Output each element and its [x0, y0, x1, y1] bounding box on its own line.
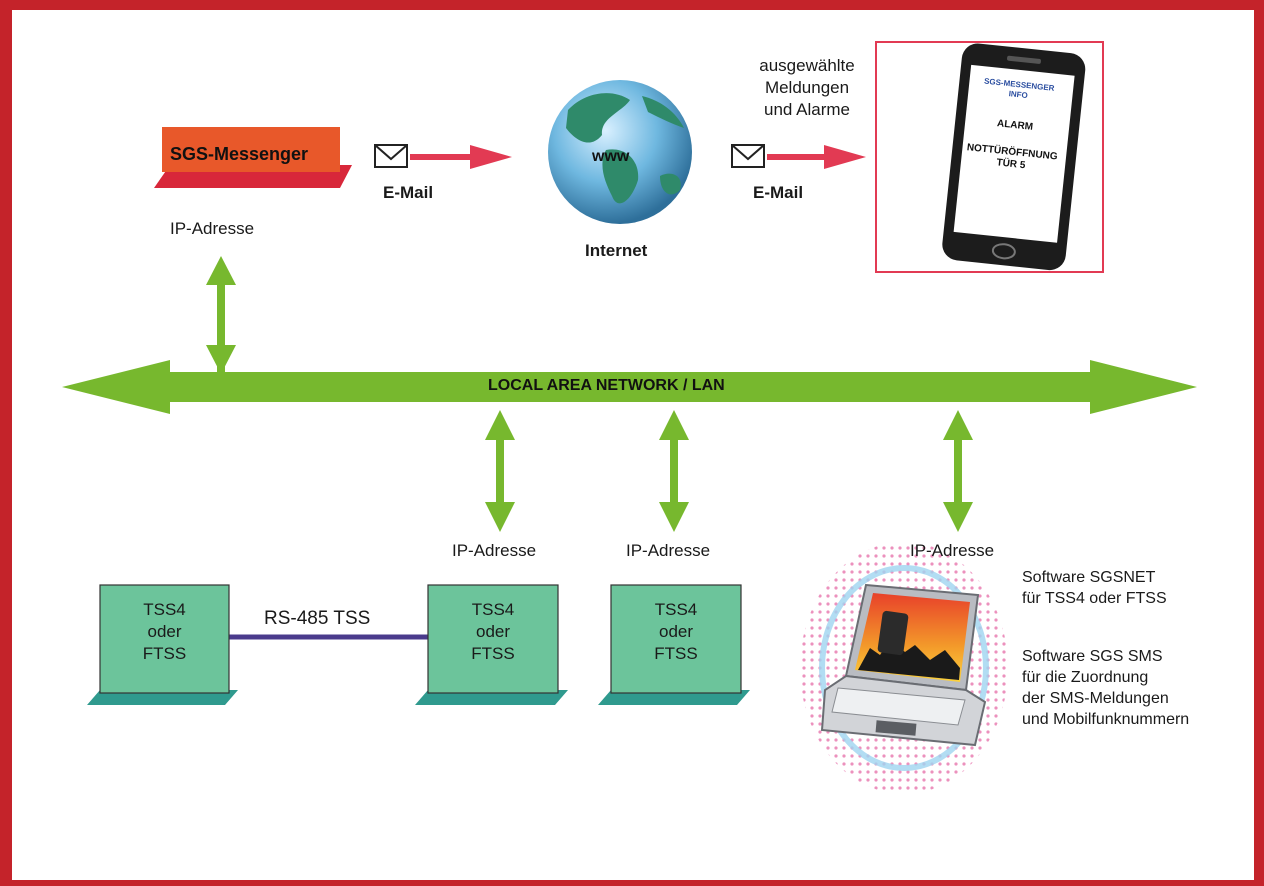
software-note-sgsnet: Software SGSNET für TSS4 oder FTSS — [1022, 567, 1167, 609]
device-line: TSS4 — [143, 600, 186, 619]
messenger-label: SGS-Messenger — [170, 144, 309, 164]
globe-icon — [548, 80, 692, 224]
email-left-label: E-Mail — [383, 183, 434, 202]
device-line: oder — [658, 622, 694, 641]
messenger-box — [162, 127, 340, 172]
selected-messages-line: und Alarme — [764, 100, 850, 119]
software-note-line: für die Zuordnung — [1022, 669, 1149, 686]
device-box-3 — [598, 584, 750, 705]
device-3-ip-label: IP-Adresse — [626, 541, 711, 560]
device-line: FTSS — [142, 644, 187, 663]
internet-label: Internet — [585, 241, 648, 260]
email-right-label: E-Mail — [753, 183, 804, 202]
laptop-ip-label: IP-Adresse — [910, 541, 995, 560]
email-left — [374, 144, 512, 169]
selected-messages-line: Meldungen — [764, 78, 850, 97]
rs485-label: RS-485 TSS — [264, 608, 371, 629]
software-note-line: Software SGSNET — [1022, 569, 1156, 586]
device-box-2 — [415, 584, 568, 705]
envelope-icon — [731, 144, 765, 168]
email-arrow-head — [470, 145, 512, 169]
smartphone-icon — [942, 43, 1086, 271]
device-line: TSS4 — [471, 600, 515, 619]
email-right — [731, 144, 866, 169]
device-line: TSS4 — [654, 600, 698, 619]
globe-www-label: www — [592, 148, 630, 165]
email-arrow-head — [824, 145, 866, 169]
selected-messages-note: ausgewählte Meldungen und Alarme — [742, 55, 872, 121]
software-note-line: der SMS-Meldungen — [1022, 690, 1169, 707]
software-note-line: Software SGS SMS — [1022, 648, 1163, 665]
software-note-line: und Mobilfunknummern — [1022, 711, 1190, 728]
device-3-text: TSS4 oder FTSS — [611, 599, 741, 665]
device-line: oder — [475, 622, 511, 641]
lan-bus — [62, 360, 1197, 414]
messenger-ip-label: IP-Adresse — [170, 219, 255, 238]
envelope-icon — [374, 144, 408, 168]
device-1-text: TSS4 oder FTSS — [100, 599, 229, 665]
device-line: FTSS — [471, 644, 515, 663]
device-3-lan-link — [659, 410, 689, 532]
device-2-text: TSS4 oder FTSS — [428, 599, 558, 665]
device-2-ip-label: IP-Adresse — [452, 541, 537, 560]
device-box-1 — [87, 584, 238, 705]
lan-label: LOCAL AREA NETWORK / LAN — [488, 377, 725, 394]
selected-messages-line: ausgewählte — [759, 56, 855, 75]
phone-panel — [875, 41, 1104, 273]
laptop-lan-link — [943, 410, 973, 532]
software-note-line: für TSS4 oder FTSS — [1022, 590, 1167, 607]
device-line: FTSS — [654, 644, 698, 663]
phone-alarm-text: ALARM — [996, 118, 1034, 133]
messenger-lan-link — [206, 256, 236, 374]
device-line: oder — [147, 622, 182, 641]
phone-screen-text: SGS-MESSENGER INFO ALARM NOTTÜRÖFFNUNG T… — [956, 75, 1075, 177]
device-2-lan-link — [485, 410, 515, 532]
laptop-icon — [800, 542, 1008, 794]
software-note-sms: Software SGS SMS für die Zuordnung der S… — [1022, 646, 1189, 730]
sgs-messenger-node — [154, 127, 352, 188]
